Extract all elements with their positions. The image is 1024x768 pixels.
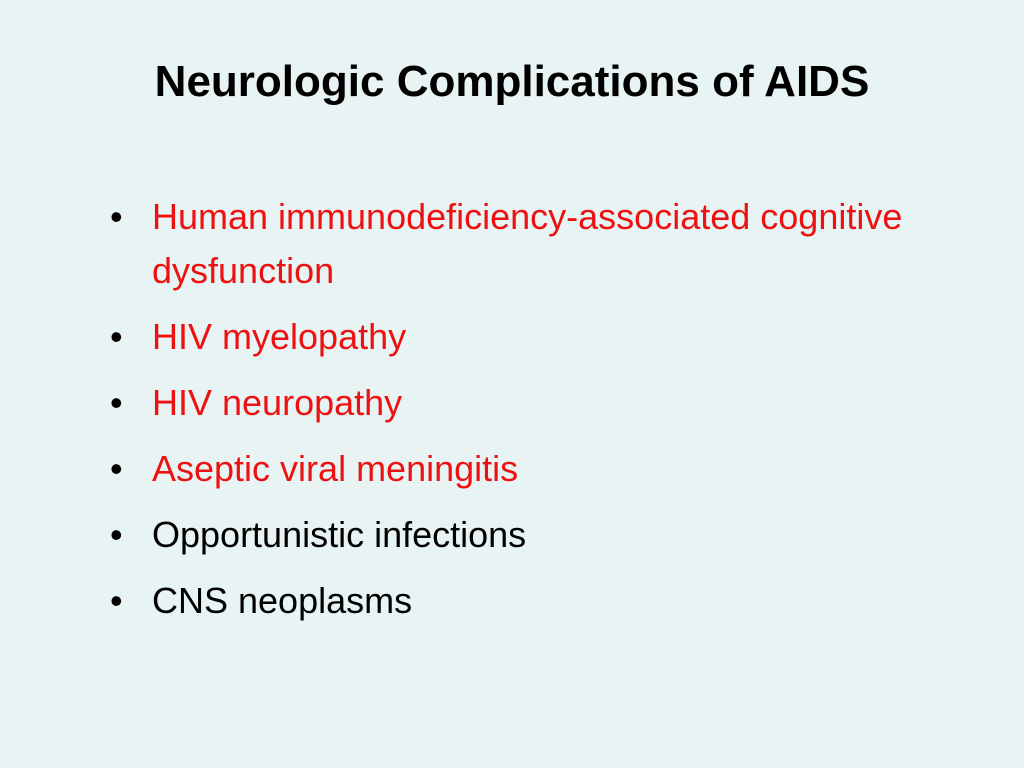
bullet-text: HIV myelopathy [152, 316, 407, 357]
bullet-item: • Aseptic viral meningitis [110, 442, 940, 496]
bullet-dot-icon: • [110, 316, 123, 357]
bullet-dot-icon: • [110, 382, 123, 423]
bullet-item: • CNS neoplasms [110, 574, 940, 628]
bullet-text: HIV neuropathy [152, 382, 403, 423]
bullet-item: • HIV myelopathy [110, 310, 940, 364]
bullet-text: Opportunistic infections [152, 514, 527, 555]
slide-title: Neurologic Complications of AIDS [154, 57, 870, 106]
bullet-dot-icon: • [110, 514, 123, 555]
bullet-dot-icon: • [110, 196, 123, 237]
bullet-item: • Opportunistic infections [110, 508, 940, 562]
bullet-item: • HIV neuropathy [110, 376, 940, 430]
bullet-dot-icon: • [110, 580, 123, 621]
bullet-text: CNS neoplasms [152, 580, 413, 621]
bullet-list: • Human immunodeficiency-associated cogn… [110, 190, 940, 640]
bullet-text: Aseptic viral meningitis [152, 448, 519, 489]
bullet-dot-icon: • [110, 448, 123, 489]
bullet-item: • Human immunodeficiency-associated cogn… [110, 190, 940, 298]
bullet-text: Human immunodeficiency-associated cognit… [152, 196, 903, 291]
